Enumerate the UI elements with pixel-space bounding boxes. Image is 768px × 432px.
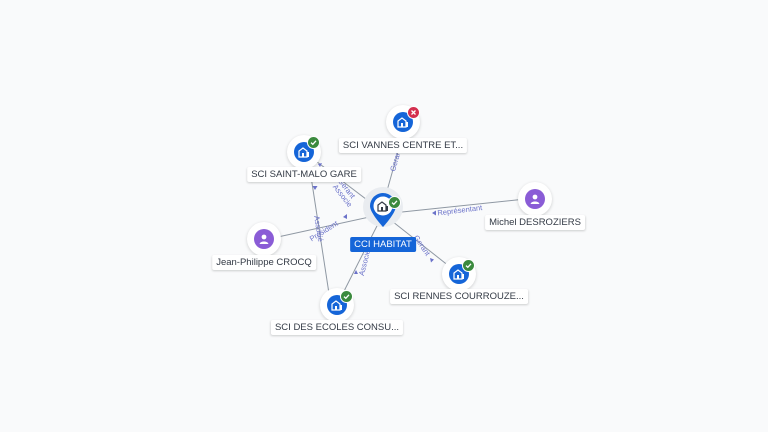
person-icon	[530, 194, 540, 204]
edge-arrow	[318, 163, 322, 167]
active-badge-icon	[340, 290, 353, 303]
building-icon	[397, 117, 408, 128]
node-rennes-label: SCI RENNES COURROUZE...	[390, 289, 528, 304]
edge-michel-center	[382, 197, 536, 215]
person-icon	[259, 234, 269, 244]
edge-arrow	[343, 214, 347, 219]
building-icon	[377, 201, 388, 212]
active-badge-icon	[307, 136, 320, 149]
node-vannes-label: SCI VANNES CENTRE ET...	[338, 138, 468, 153]
node-jean-disc	[254, 229, 274, 249]
edge-arrow	[432, 210, 436, 216]
building-icon	[331, 300, 342, 311]
edge-arrow	[354, 270, 358, 274]
edge-label-saint-malo-ecoles: Associé	[312, 215, 325, 242]
building-icon	[453, 269, 464, 280]
node-jean-label: Jean-Philippe CROCQ	[212, 255, 316, 270]
node-saint-malo-label: SCI SAINT-MALO GARE	[247, 167, 361, 182]
active-badge-icon	[388, 196, 401, 209]
edge-label-center-ecoles: Associe	[357, 249, 372, 277]
active-badge-icon	[462, 259, 475, 272]
node-ecoles-label: SCI DES ECOLES CONSU...	[270, 320, 404, 335]
edge-label-michel-center: Représentant	[437, 203, 484, 218]
node-center-label: CCI HABITAT	[350, 237, 416, 252]
edge-jean-center	[263, 213, 384, 241]
edge-arrow	[430, 258, 434, 263]
closed-badge-icon	[407, 106, 420, 119]
edge-arrow	[312, 186, 318, 190]
node-michel-disc	[525, 189, 545, 209]
building-icon	[298, 147, 309, 158]
edge-saint-malo-ecoles	[309, 169, 331, 301]
node-michel-label: Michel DESROZIERS	[485, 215, 585, 230]
